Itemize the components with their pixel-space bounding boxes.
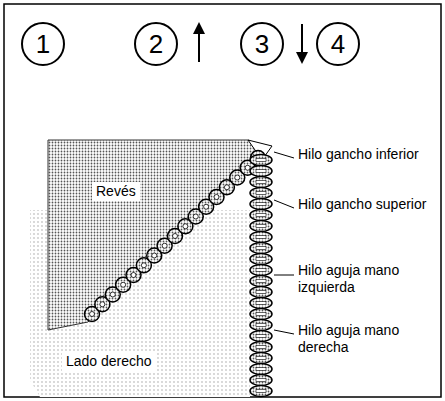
chain-center — [256, 335, 266, 338]
stitch-center — [224, 185, 229, 190]
step-number-circle: 3 — [240, 22, 284, 66]
chain-center — [256, 368, 266, 371]
chain-stitch — [250, 364, 272, 375]
chain-stitch — [250, 177, 272, 188]
chain-center — [256, 390, 266, 393]
chain-center — [256, 357, 266, 360]
chain-center — [256, 181, 266, 184]
chain-stitch — [250, 166, 272, 177]
chain-stitch — [250, 386, 272, 397]
chain-stitch — [250, 221, 272, 232]
chain-center — [256, 159, 266, 162]
chain-center — [256, 192, 266, 195]
stitch-center — [100, 302, 105, 307]
step-number-circle: 2 — [134, 22, 178, 66]
stitch-center — [121, 282, 126, 287]
chain-center — [256, 280, 266, 283]
stitch-center — [193, 214, 198, 219]
stitch-center — [162, 243, 167, 248]
chain-stitch — [250, 254, 272, 265]
step-number: 3 — [255, 31, 269, 57]
chain-stitch — [250, 331, 272, 342]
step-number: 1 — [36, 31, 50, 57]
wrong-side-fabric — [48, 140, 268, 330]
chain-center — [256, 170, 266, 173]
chain-stitch — [250, 342, 272, 353]
chain-center — [256, 236, 266, 239]
chain-stitch — [250, 188, 272, 199]
leader-lines — [274, 152, 294, 334]
stitch-center — [131, 273, 136, 278]
chain-stitch — [250, 320, 272, 331]
stitch-center — [173, 234, 178, 239]
chain-center — [256, 291, 266, 294]
chain-stitch — [250, 375, 272, 386]
chain-center — [256, 324, 266, 327]
stitch-center — [141, 263, 146, 268]
chain-stitch — [250, 265, 272, 276]
chain-stitch — [250, 353, 272, 364]
chain-center — [256, 214, 266, 217]
chain-center — [256, 247, 266, 250]
thread-label: Hilo aguja mano izquierda — [298, 262, 428, 296]
thread-label: Hilo aguja mano derecha — [298, 322, 428, 356]
step-number: 4 — [331, 31, 345, 57]
chain-stitch — [250, 243, 272, 254]
chain-center — [256, 346, 266, 349]
stitch-center — [183, 224, 188, 229]
chain-center — [256, 225, 266, 228]
chain-center — [256, 258, 266, 261]
fabric-side-label: Revés — [92, 182, 140, 201]
frame — [4, 4, 441, 397]
chain-stitch — [250, 276, 272, 287]
stitch-center — [204, 204, 209, 209]
chain-stitch — [250, 298, 272, 309]
chain-stitch — [250, 199, 272, 210]
fabric-side-label: Lado derecho — [62, 352, 156, 371]
step-number: 2 — [149, 31, 163, 57]
chain-center — [256, 379, 266, 382]
chain-stitch — [250, 287, 272, 298]
chain-stitch — [250, 210, 272, 221]
stitch-center — [110, 292, 115, 297]
chain-stitch — [250, 309, 272, 320]
stitch-center — [152, 253, 157, 258]
stitch-center — [245, 165, 250, 170]
thread-label: Hilo gancho inferior — [298, 146, 428, 163]
chain-center — [256, 302, 266, 305]
thread-label: Hilo gancho superior — [298, 196, 428, 213]
stitch-center — [235, 175, 240, 180]
stitch-center — [214, 195, 219, 200]
step-number-circle: 1 — [21, 22, 65, 66]
step-number-circle: 4 — [316, 22, 360, 66]
chain-center — [256, 203, 266, 206]
stitch-center — [90, 312, 95, 317]
chain-center — [256, 313, 266, 316]
chain-stitch — [250, 155, 272, 166]
chain-stitch — [250, 232, 272, 243]
chain-center — [256, 269, 266, 272]
